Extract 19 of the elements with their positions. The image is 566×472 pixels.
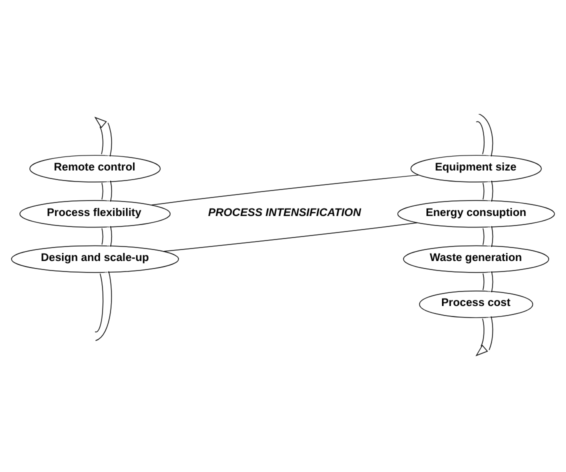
node-ellipse: Process cost [419, 290, 534, 318]
connector [482, 180, 494, 202]
arrow [94, 116, 112, 156]
connector [476, 114, 494, 156]
connector [163, 222, 418, 252]
node-ellipse: Process flexibility [19, 200, 171, 228]
node-ellipse: Waste generation [403, 244, 550, 272]
connector [151, 174, 419, 205]
arrow [476, 316, 494, 356]
connector [95, 270, 112, 341]
node-ellipse: Remote control [29, 154, 161, 182]
connector [482, 225, 494, 247]
node-ellipse: Equipment size [410, 154, 542, 182]
connector [102, 180, 112, 202]
connector [102, 225, 112, 246]
node-ellipse: Energy consuption [397, 200, 555, 228]
label: PROCESS INTENSIFICATION [208, 206, 361, 218]
connector [482, 270, 494, 292]
node-ellipse: Design and scale-up [11, 244, 179, 272]
